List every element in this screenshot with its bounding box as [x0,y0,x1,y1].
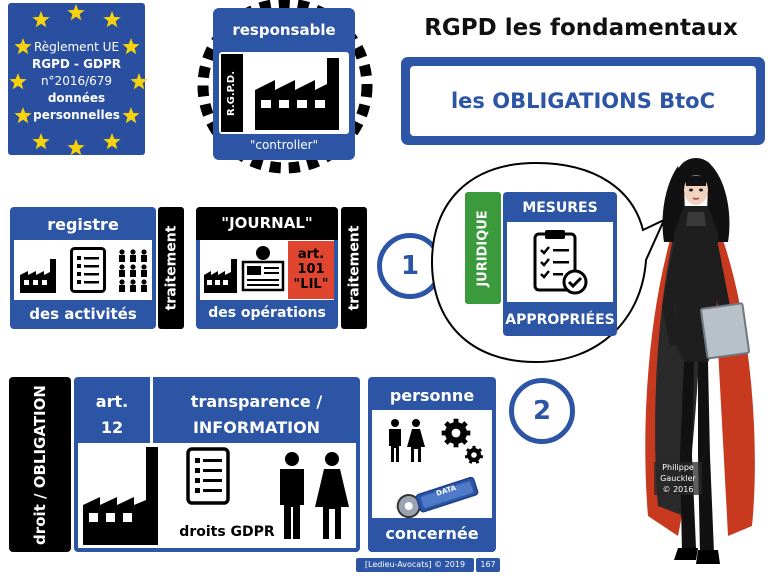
measures-top-label: MESURES [522,200,598,216]
eu-data-line1: données [47,91,106,105]
footer-source: [Ledieu-Avocats] © 2019 [356,558,474,572]
man-icon [389,419,401,462]
document-list-icon [70,247,106,293]
star-icon [103,11,121,28]
rgpd-side-label: R.G.P.D. [221,54,243,132]
obligation-head-line1: transparence / [190,392,323,411]
page-title: RGPD les fondamentaux [424,15,738,41]
man-icon [280,452,304,539]
star-icon [9,73,27,90]
factory-icon [204,259,237,293]
star-icon [14,107,32,124]
marker-two: 2 [509,378,575,444]
controller-badge: responsable R.G.P.D. "controller" [213,8,355,160]
factory-icon [20,259,56,293]
subtitle-text: les OBLIGATIONS BtoC [450,89,716,113]
page-number: 167 [476,558,500,572]
clipboard-check-icon [533,230,588,295]
juridique-side-label: JURIDIQUE [465,192,501,304]
people-group-icon [119,249,147,292]
credit-line2: Gauckler [660,474,696,483]
factory-icon [83,447,158,545]
credit-line1: Philippe [662,463,694,472]
controller-top-label: responsable [232,21,336,39]
eu-panel: Règlement UE RGPD - GDPR n°2016/679 donn… [8,3,148,156]
eu-regulation-label: Règlement UE [33,40,120,54]
star-icon [130,73,148,90]
newspaper-icon [241,246,285,292]
measures-card: MESURES APPROPRIÉES [503,192,617,336]
journal-side-label: traitement [341,207,367,329]
eu-regulation-name: RGPD - GDPR [31,57,122,71]
dashed-circle [197,0,373,174]
star-icon [14,38,32,55]
journal-card: "JOURNAL" art. 101 "LIL" des opérations [196,207,338,329]
star-icon [122,38,140,55]
gears-icon [441,418,484,464]
journal-top-label: "JOURNAL" [221,214,313,232]
lil-label: "LIL" [293,277,329,292]
star-icon [67,139,85,156]
star-icon [32,133,50,150]
personne-bottom-label: concernée [385,524,479,543]
registre-side-label: traitement [158,207,184,329]
controller-bottom-label: "controller" [249,138,319,152]
eu-regulation-number: n°2016/679 [40,74,113,88]
eu-stars [9,4,148,156]
obligation-card: art. 12 transparence / INFORMATION droit… [74,377,360,552]
star-icon [122,107,140,124]
document-list-icon [186,447,230,505]
obligation-head-line2: INFORMATION [192,418,321,437]
star-icon [103,133,121,150]
personne-card: personne PERSONAL DATA concernée [368,377,496,552]
superhero-illustration [645,158,755,564]
art-number: 101 [297,262,325,277]
woman-icon [315,452,349,539]
personne-top-label: personne [389,386,475,405]
journal-bottom-label: des opérations [208,305,326,321]
factory-icon [255,58,339,130]
illustration-credit: Philippe Gauckler © 2016 [654,462,702,495]
obligation-art-number: 12 [100,418,124,437]
gdpr-rights-caption: droits GDPR [179,524,275,540]
art-label: art. [297,247,325,262]
measures-bottom-label: APPROPRIÉES [505,312,615,328]
registre-bottom-label: des activités [29,305,137,323]
star-icon [32,11,50,28]
star-icon [67,4,85,21]
credit-line3: © 2016 [662,485,694,494]
woman-icon [407,419,425,462]
obligation-art-label: art. [95,392,129,411]
subtitle-box: les OBLIGATIONS BtoC [401,57,765,145]
eu-data-line2: personnelles [33,108,120,122]
data-key-icon [396,476,479,519]
registre-top-label: registre [47,215,119,234]
article-101-box: art. 101 "LIL" [288,241,334,299]
obligation-side-label: droit / OBLIGATION [9,377,71,552]
registre-card: registre des activités [10,207,156,329]
